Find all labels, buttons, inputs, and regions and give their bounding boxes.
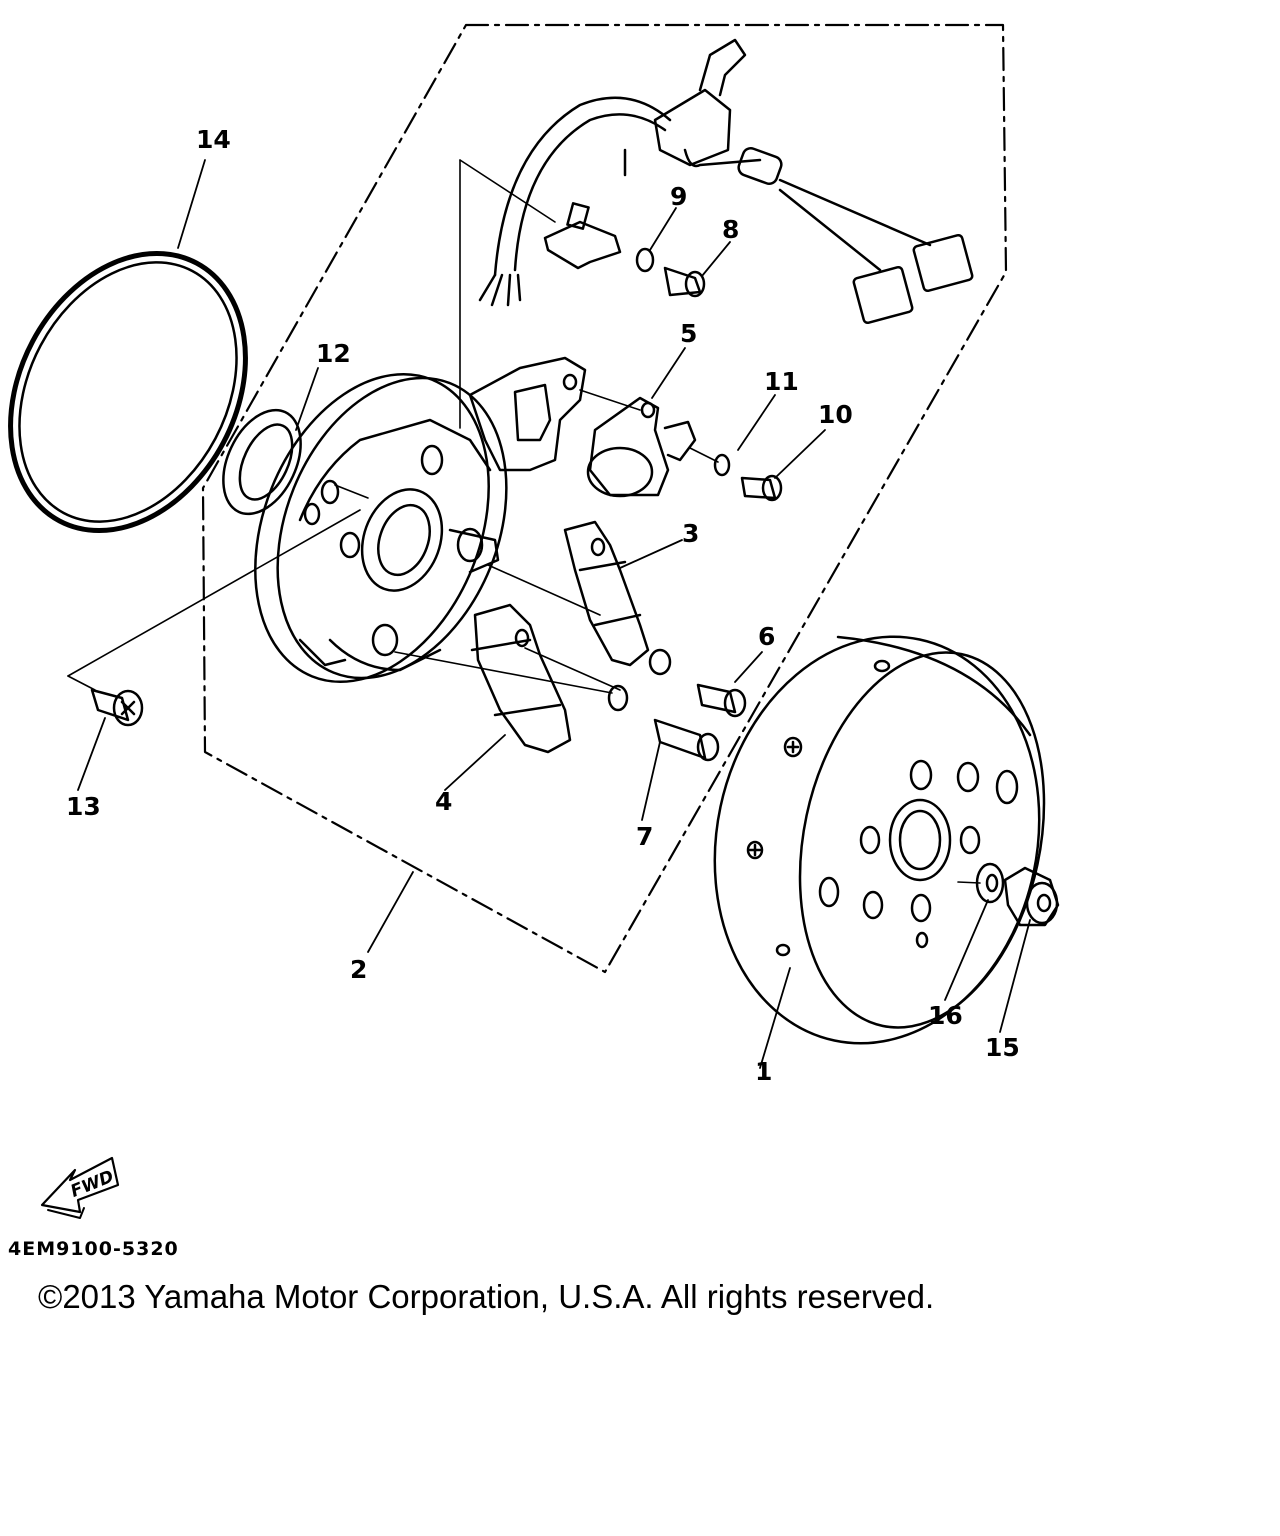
nut-15 (1003, 866, 1060, 927)
fwd-arrow-icon: FWD (40, 1156, 120, 1219)
callout-11: 11 (764, 367, 799, 396)
washer-11 (713, 453, 731, 477)
lead-wire-holder (543, 202, 622, 270)
copyright-notice: ©2013 Yamaha Motor Corporation, U.S.A. A… (38, 1278, 935, 1315)
stator-base-plate (254, 372, 508, 684)
screw-10 (740, 474, 783, 502)
wire-harness (478, 38, 974, 325)
callout-7: 7 (636, 822, 653, 851)
callout-13: 13 (66, 792, 101, 821)
leader-lines (77, 159, 1031, 1069)
oil-seal (222, 408, 302, 516)
screw-8 (663, 266, 706, 298)
callout-3: 3 (682, 519, 699, 548)
screw-6 (696, 683, 747, 718)
alignment-lines (67, 159, 981, 884)
stator-assembly-outline (201, 23, 1008, 974)
flywheel-rotor (713, 635, 1046, 1045)
callout-9: 9 (670, 182, 687, 211)
screw-7 (653, 718, 720, 762)
callout-15: 15 (985, 1033, 1020, 1062)
pickup-coil (586, 396, 697, 498)
washer-9 (635, 247, 655, 273)
generator-exploded-diagram: FWD 1 2 3 4 5 6 7 8 9 10 11 12 13 14 15 … (8, 23, 1060, 1219)
callout-6: 6 (758, 622, 775, 651)
charge-coil-3 (563, 520, 672, 676)
callout-8: 8 (722, 215, 739, 244)
o-ring (8, 250, 248, 534)
callout-14: 14 (196, 125, 231, 154)
callout-2: 2 (350, 955, 367, 984)
callout-5: 5 (680, 319, 697, 348)
screw-13 (90, 688, 144, 727)
lighting-coil-4 (470, 603, 629, 754)
washer-16 (975, 862, 1005, 904)
callout-12: 12 (316, 339, 351, 368)
fwd-label: FWD (68, 1167, 117, 1202)
callout-10: 10 (818, 400, 853, 429)
diagram-part-code: 4EM9100-5320 (8, 1238, 179, 1260)
pickup-bracket (468, 356, 587, 472)
callout-4: 4 (435, 787, 452, 816)
callout-16: 16 (928, 1001, 963, 1030)
callout-1: 1 (755, 1057, 772, 1086)
